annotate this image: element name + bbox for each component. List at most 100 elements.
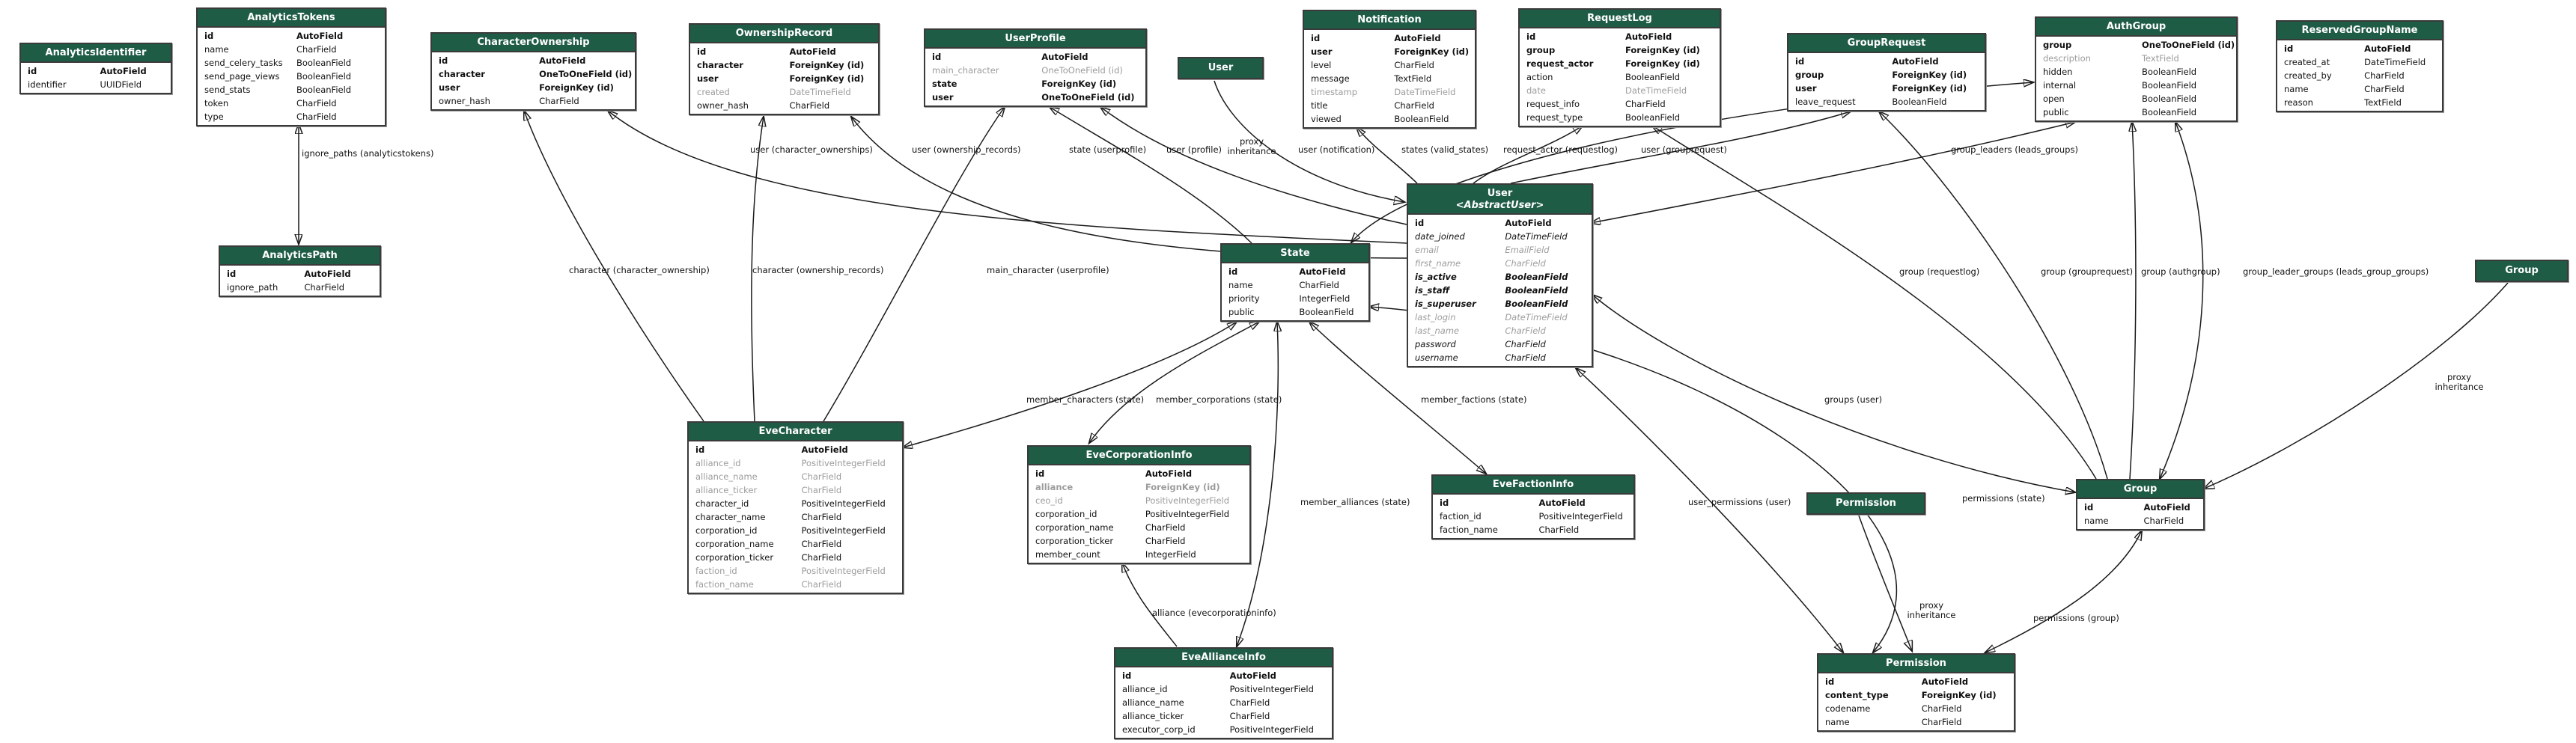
field-name: id [439,55,448,66]
field-type: CharField [1229,697,1270,708]
field-type: CharField [2364,83,2405,94]
field-type: PositiveIntegerField [801,457,886,468]
field-name: corporation_id [1035,508,1097,519]
field-type: AutoField [801,444,848,455]
field-name: id [2084,501,2094,513]
field-type: ForeignKey (id) [1394,46,1470,57]
field-type: ForeignKey (id) [1041,78,1117,89]
field-type: CharField [539,95,579,106]
field-name: is_staff [1415,285,1450,296]
field-type: CharField [1505,325,1546,337]
edge-e5 [851,117,1407,259]
field-type: AutoField [789,46,836,57]
field-name: level [1311,59,1332,70]
field-type: CharField [1505,352,1546,364]
field-type: AutoField [1145,468,1193,479]
field-name: name [1825,716,1850,727]
field-type: IntegerField [1299,293,1351,304]
field-type: CharField [801,578,842,590]
edge-label-e10: states (valid_states) [1401,144,1489,155]
field-name: name [1228,279,1253,290]
edge-label-e21: groups (user) [1824,394,1883,405]
field-name: last_login [1415,312,1456,323]
edge-label-line: proxy [1919,600,1944,611]
edge-e26 [1858,515,1912,651]
field-type: ForeignKey (id) [1892,69,1967,80]
field-name: is_superuser [1415,299,1476,310]
field-name: faction_name [695,578,754,590]
field-row: faction_name CharField [689,578,902,591]
field-name: id [1035,468,1045,479]
table-title: EveCorporationInfo [1029,447,1249,465]
field-name: state [932,78,957,89]
field-type: ForeignKey (id) [539,82,614,93]
field-type: PositiveIntegerField [1229,683,1314,694]
edge-label-e23: user_permissions (user) [1688,497,1791,507]
edge-e4 [608,111,1407,244]
field-name: ignore_path [227,281,278,293]
field-name: public [2043,106,2069,117]
field-type: TextField [2141,52,2179,64]
table-title: Permission [1818,655,2014,673]
field-type: CharField [801,511,842,522]
edge-label-e4: user (character_ownerships) [750,144,873,155]
field-name: type [204,111,224,122]
field-type: AutoField [304,268,351,279]
edge-label-e24: permissions (state) [1962,493,2045,504]
field-name: corporation_ticker [695,551,774,563]
field-name: character [697,59,743,70]
field-name: identifier [28,79,67,90]
field-type: CharField [1145,535,1186,546]
field-type: CharField [296,97,337,108]
field-type: ForeignKey (id) [1625,58,1700,69]
table-title: CharacterOwnership [432,34,635,52]
field-type: CharField [801,471,842,482]
field-name: user [1311,46,1333,57]
field-name: name [204,43,229,55]
table-title: Notification [1304,11,1475,30]
field-name: character_name [695,511,766,522]
table-title: AuthGroup [2036,18,2236,37]
field-type: AutoField [1625,31,1672,42]
field-name: corporation_id [695,525,758,536]
field-name: send_celery_tasks [204,57,283,68]
field-type: BooleanField [1505,299,1568,310]
field-type: CharField [1505,258,1546,269]
field-name: action [1526,71,1553,82]
field-name: faction_name [1440,524,1498,535]
field-type: DateTimeField [2364,56,2426,67]
